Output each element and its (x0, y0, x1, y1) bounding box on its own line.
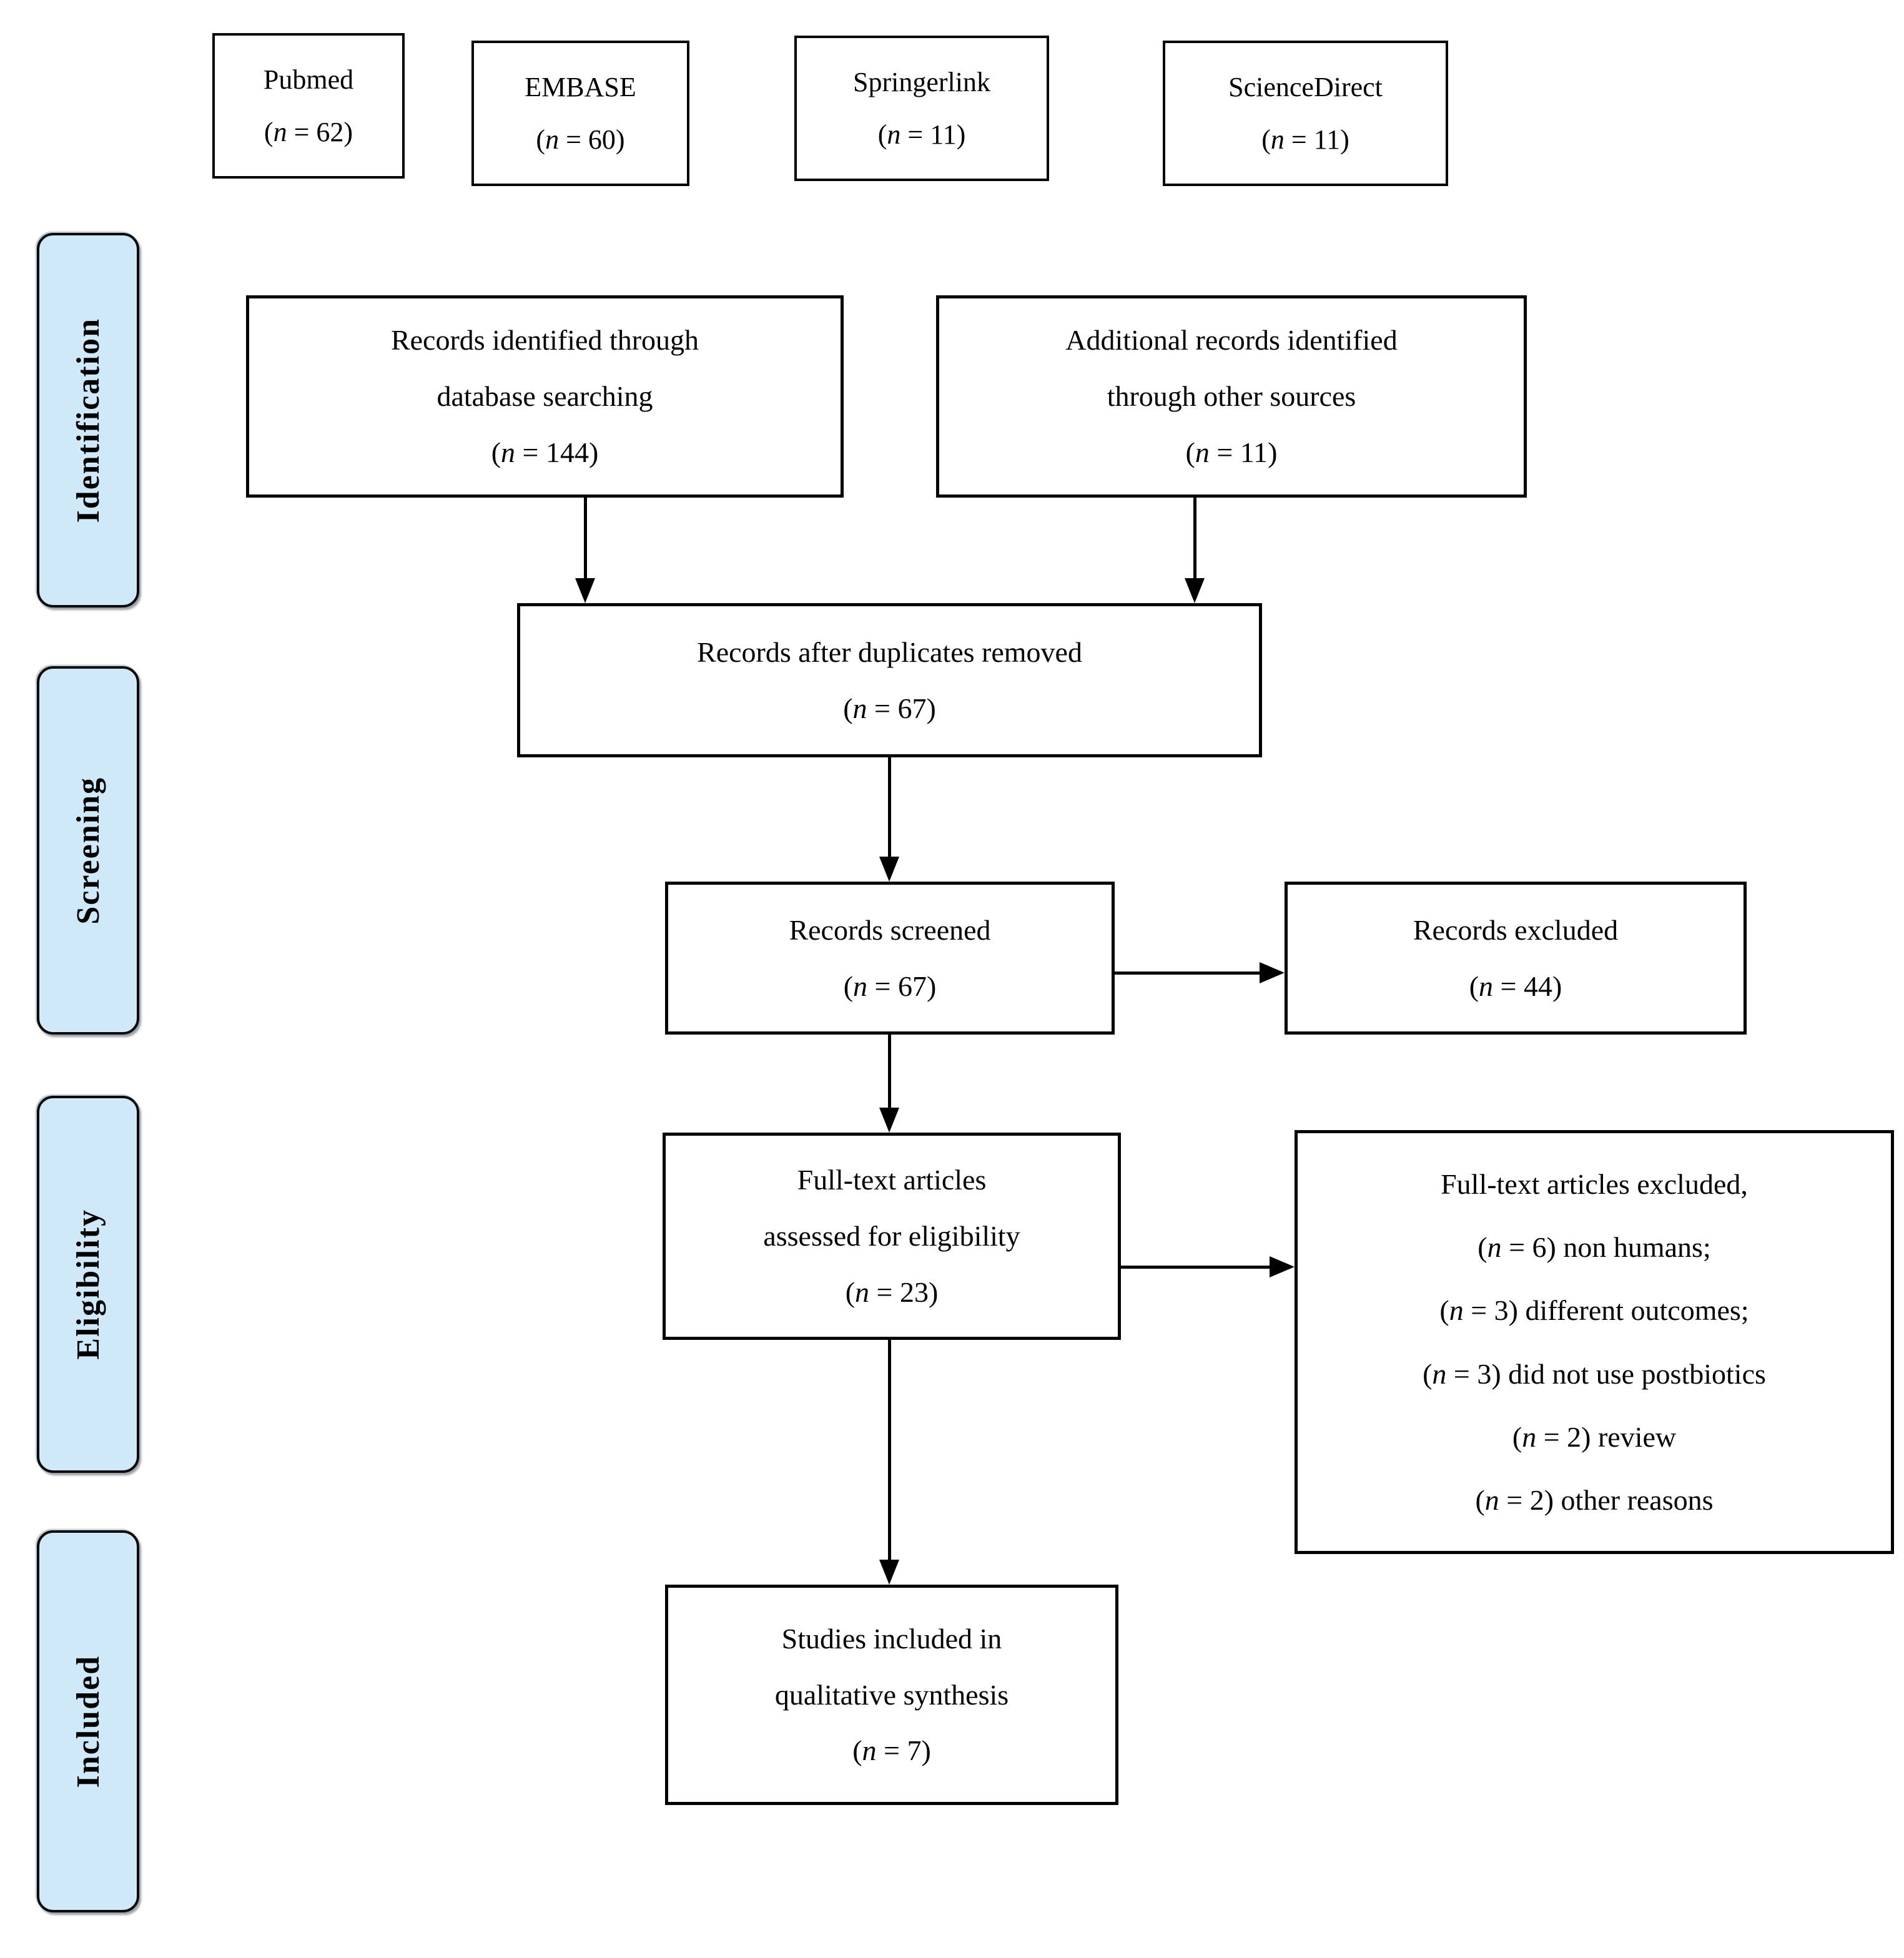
node-records-screened: Records screened(n = 67) (665, 882, 1115, 1035)
phase-label-screening: Screening (37, 666, 139, 1035)
node-duplicates-removed: Records after duplicates removed(n = 67) (517, 603, 1262, 757)
source-box-pubmed: Pubmed(n = 62) (212, 33, 405, 179)
phase-label-screening-text: Screening (70, 776, 106, 925)
phase-label-included: Included (37, 1530, 139, 1912)
source-box-embase: EMBASE(n = 60) (471, 41, 689, 186)
node-records-excluded: Records excluded(n = 44) (1285, 882, 1747, 1035)
source-box-sciencedirect: ScienceDirect(n = 11) (1163, 41, 1448, 186)
phase-label-eligibility: Eligibility (37, 1096, 139, 1473)
phase-label-eligibility-text: Eligibility (70, 1209, 106, 1360)
phase-label-identification-text: Identification (70, 317, 106, 523)
node-fulltext-excluded: Full-text articles excluded,(n = 6) non … (1295, 1130, 1894, 1554)
phase-label-identification: Identification (37, 233, 139, 608)
source-box-springerlink: Springerlink(n = 11) (794, 36, 1049, 181)
phase-label-included-text: Included (70, 1655, 106, 1788)
